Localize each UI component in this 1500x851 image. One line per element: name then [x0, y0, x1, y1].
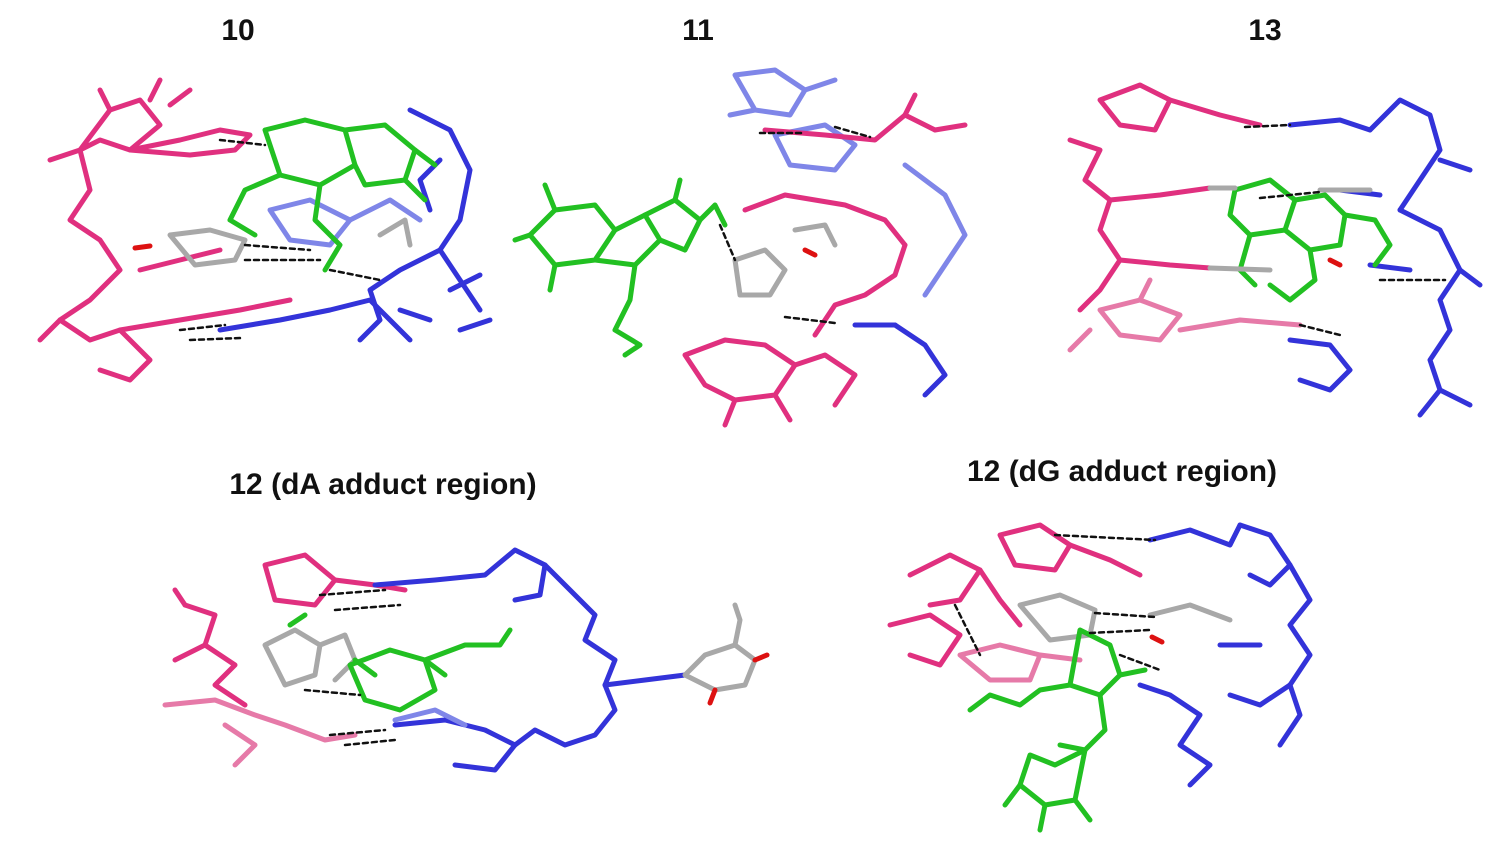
molecule-panel-11: [512, 67, 968, 428]
panel-label-12-da: 12 (dA adduct region): [229, 468, 537, 501]
molecule-panel-12-da: [162, 547, 770, 773]
panel-label-13: 13: [1248, 14, 1282, 47]
molecule-panel-13: [1067, 82, 1483, 418]
molecule-panel-12-dg: [887, 522, 1313, 833]
molecule-panel-10: [37, 77, 493, 383]
panel-label-11: 11: [682, 14, 714, 47]
panel-label-12-dg: 12 (dG adduct region): [966, 455, 1278, 488]
panel-label-10: 10: [221, 14, 255, 47]
